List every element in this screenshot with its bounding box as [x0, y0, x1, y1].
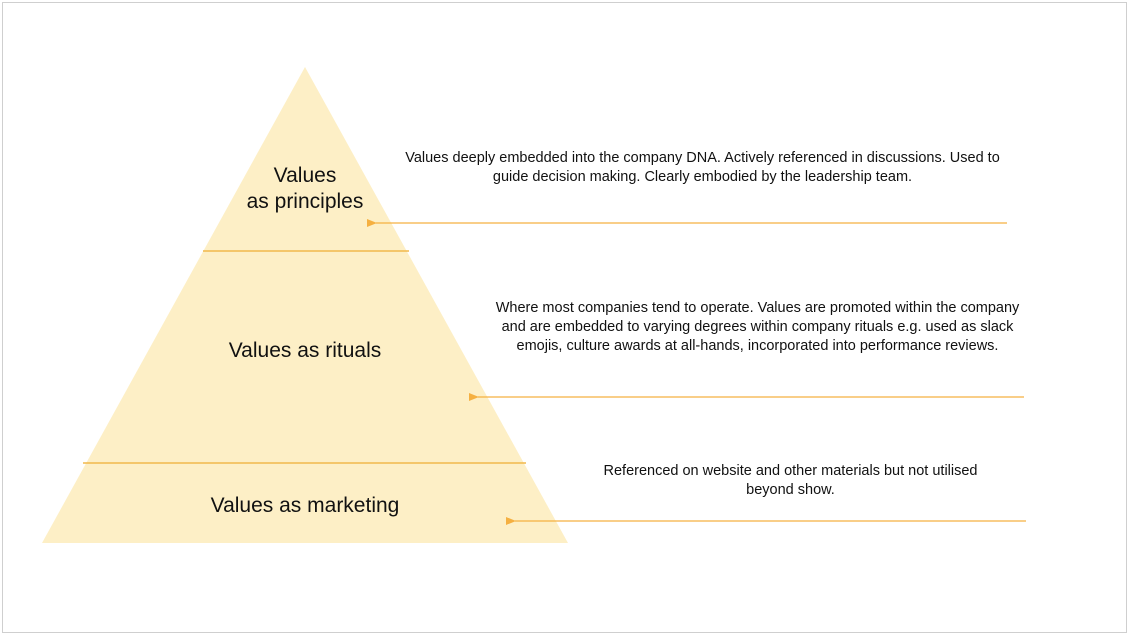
description-rituals: Where most companies tend to operate. Va…	[495, 300, 1020, 354]
tier-label-marketing: Values as marketing	[210, 494, 400, 517]
description-principles: Values deeply embedded into the company …	[405, 150, 1000, 185]
tier-label-principles: Values as principles	[246, 164, 364, 213]
description-marketing: Referenced on website and other material…	[603, 463, 978, 498]
pyramid-shape	[42, 67, 568, 543]
tier-label-rituals: Values as rituals	[228, 339, 382, 362]
